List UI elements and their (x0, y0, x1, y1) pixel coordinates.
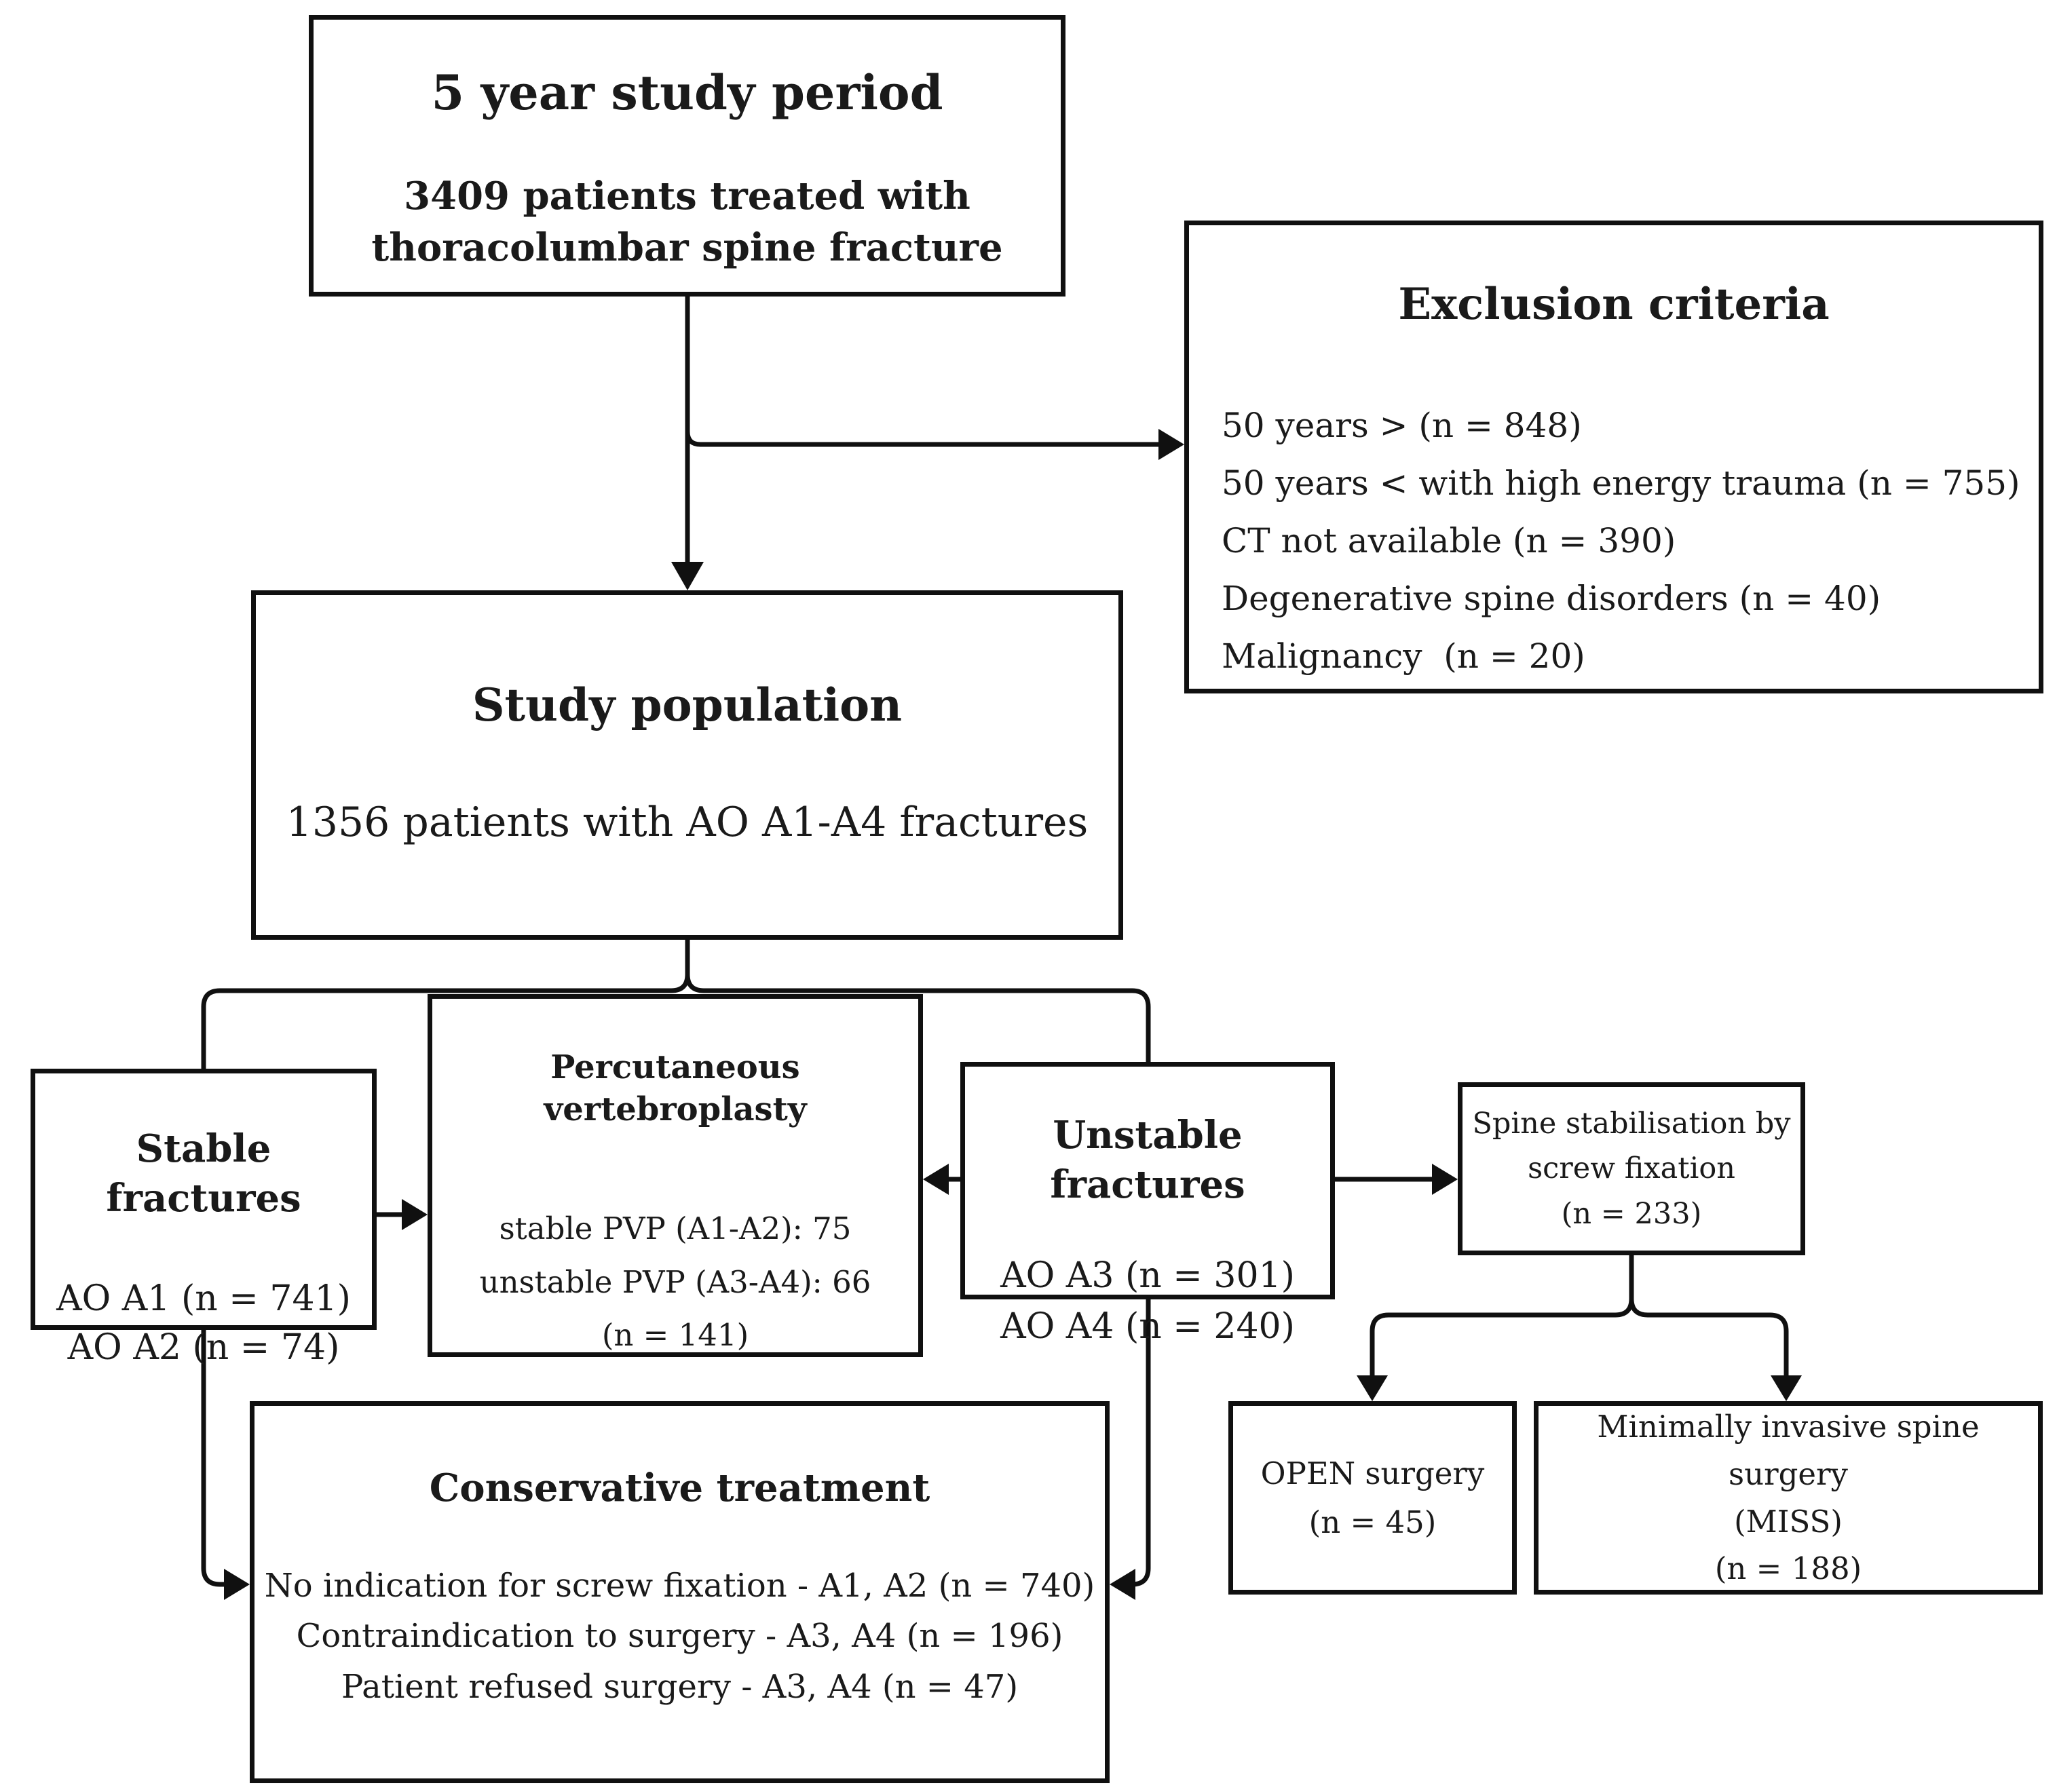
open-surgery-body: OPEN surgery (n = 45) (1261, 1449, 1485, 1547)
pvp-line-2: unstable PVP (A3-A4): 66 (479, 1263, 871, 1300)
unstable-line-2: AO A4 (n = 240) (1000, 1305, 1295, 1347)
miss-box: Minimally invasive spine surgery (MISS) … (1534, 1401, 2043, 1595)
exclusion-item: 50 years > (n = 848) (1222, 406, 1582, 446)
miss-line-3: (n = 188) (1714, 1550, 1862, 1587)
exclusion-item: Malignancy (n = 20) (1222, 636, 1585, 676)
screw-fixation-line-2: screw fixation (1528, 1151, 1735, 1186)
exclusion-item: Degenerative spine disorders (n = 40) (1222, 579, 1881, 619)
conservative-treatment-box: Conservative treatment No indication for… (250, 1401, 1110, 1783)
connector-study-period-to-exclusion (685, 429, 1184, 460)
exclusion-criteria-box: Exclusion criteria 50 years > (n = 848) … (1184, 221, 2043, 693)
screw-fixation-line-1: Spine stabilisation by (1472, 1106, 1791, 1141)
miss-body: Minimally invasive spine surgery (MISS) … (1539, 1403, 2038, 1593)
study-population-body: 1356 patients with AO A1-A4 fractures (286, 796, 1089, 849)
study-population-subtitle: 1356 patients with AO A1-A4 fractures (286, 798, 1089, 846)
study-population-title: Study population (472, 679, 903, 731)
study-period-line-2: thoracolumbar spine fracture (371, 225, 1003, 270)
miss-line-2: (MISS) (1734, 1503, 1843, 1540)
pvp-body: stable PVP (A1-A2): 75 unstable PVP (A3-… (480, 1202, 871, 1362)
stable-fractures-box: Stable fractures AO A1 (n = 741) AO A2 (… (31, 1069, 377, 1368)
connector-screw-fixation-to-open (1357, 1255, 1634, 1401)
connector-unstable-to-pvp (923, 1164, 960, 1195)
conservative-line-2: Contraindication to surgery - A3, A4 (n … (296, 1617, 1063, 1656)
miss-line-1: Minimally invasive spine surgery (1597, 1409, 1989, 1492)
conservative-body: No indication for screw fixation - A1, A… (265, 1561, 1095, 1712)
unstable-line-1: AO A3 (n = 301) (1000, 1255, 1295, 1296)
stable-line-1: AO A1 (n = 741) (56, 1278, 351, 1319)
conservative-line-1: No indication for screw fixation - A1, A… (264, 1566, 1095, 1605)
screw-fixation-body: Spine stabilisation by screw fixation (n… (1472, 1101, 1790, 1237)
conservative-line-3: Patient refused surgery - A3, A4 (n = 47… (341, 1667, 1019, 1706)
connector-stable-to-pvp (377, 1199, 428, 1230)
connector-unstable-to-screw-fixation (1335, 1164, 1458, 1195)
unstable-fractures-box: Unstable fractures AO A3 (n = 301) AO A4… (960, 1062, 1335, 1347)
stable-line-2: AO A2 (n = 74) (67, 1327, 340, 1369)
study-period-body: 3409 patients treated with thoracolumbar… (371, 171, 1002, 273)
exclusion-title: Exclusion criteria (1398, 279, 1830, 330)
conservative-title: Conservative treatment (429, 1466, 930, 1510)
pvp-line-3: (n = 141) (601, 1317, 749, 1354)
exclusion-list: 50 years > (n = 848) 50 years < with hig… (1189, 397, 2020, 685)
study-period-line-1: 3409 patients treated with (404, 174, 970, 218)
connector-stable-to-conservative (201, 1330, 250, 1600)
stable-fractures-title: Stable fractures (106, 1126, 301, 1221)
percutaneous-vertebroplasty-box: Percutaneous vertebroplasty stable PVP (… (428, 994, 923, 1357)
open-surgery-line-1: OPEN surgery (1260, 1455, 1485, 1491)
connector-unstable-to-conservative (1110, 1299, 1151, 1600)
pvp-title: Percutaneous vertebroplasty (544, 1048, 807, 1129)
study-population-box: Study population 1356 patients with AO A… (251, 590, 1123, 940)
stable-fractures-body: AO A1 (n = 741) AO A2 (n = 74) (56, 1274, 351, 1373)
screw-fixation-line-3: (n = 233) (1561, 1196, 1702, 1231)
screw-fixation-box: Spine stabilisation by screw fixation (n… (1458, 1082, 1805, 1255)
open-surgery-line-2: (n = 45) (1308, 1504, 1437, 1540)
connector-screw-fixation-to-miss (1629, 1255, 1802, 1401)
unstable-fractures-title: Unstable fractures (1050, 1113, 1245, 1207)
connector-population-to-unstable (685, 940, 1151, 1062)
open-surgery-box: OPEN surgery (n = 45) (1228, 1401, 1517, 1595)
study-period-box: 5 year study period 3409 patients treate… (309, 15, 1065, 297)
unstable-fractures-body: AO A3 (n = 301) AO A4 (n = 240) (1000, 1251, 1295, 1353)
exclusion-item: 50 years < with high energy trauma (n = … (1222, 463, 2020, 503)
pvp-line-1: stable PVP (A1-A2): 75 (499, 1210, 852, 1246)
study-period-title: 5 year study period (431, 64, 943, 121)
exclusion-item: CT not available (n = 390) (1222, 521, 1676, 561)
